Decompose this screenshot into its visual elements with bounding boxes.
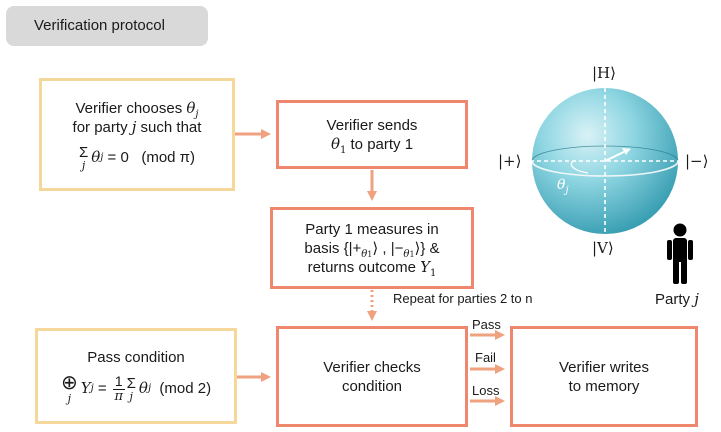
measures-line3: returns outcome (307, 258, 421, 276)
sends-theta: θ (330, 134, 340, 153)
choose-line1: Verifier chooses (75, 99, 183, 117)
measures-basis-a: basis {|+ (304, 239, 362, 257)
sends-theta-index: 1 (339, 144, 347, 156)
sends-line1: Verifier sends (326, 116, 418, 134)
ket-minus-label: |−⟩ (685, 152, 709, 170)
repeat-label: Repeat for parties 2 to n (393, 291, 533, 306)
outcome-y-index: 1 (430, 267, 437, 279)
theta-index: j (195, 108, 199, 120)
sum-theta: θ (91, 148, 101, 166)
sends-line2: to party 1 (346, 135, 414, 153)
verifier-sends-box: Verifier sends θ1 to party 1 (276, 100, 468, 169)
pass-condition-title: Pass condition (87, 349, 185, 366)
writes-line1: Verifier writes (558, 358, 650, 376)
cond-equals: = (93, 380, 111, 397)
party-measures-box: Party 1 measures in basis {|+θ1⟩ , |−θ1⟩… (270, 207, 474, 289)
angle-label: θj (557, 177, 569, 196)
fail-label: Fail (475, 350, 496, 365)
protocol-title: Verification protocol (6, 6, 208, 46)
basis-theta-1-index: 1 (367, 249, 373, 259)
choose-theta-box: Verifier chooses θj for party j such tha… (39, 78, 235, 191)
xor-operator: ⊕j (60, 372, 78, 405)
basis-theta-1: θ (361, 248, 368, 260)
choose-line2a: for party (72, 118, 132, 136)
cond-theta: θ (138, 379, 148, 397)
checks-line2: condition (341, 377, 403, 395)
sum-equation: = 0 (mod π) (103, 149, 196, 166)
writes-line2: to memory (568, 377, 640, 395)
verifier-checks-box: Verifier checks condition (276, 326, 468, 427)
party-index: j (131, 117, 137, 136)
cond-y: Y (80, 379, 91, 397)
ket-plus-label: |+⟩ (498, 152, 522, 170)
measures-basis-b: ⟩ , |− (372, 239, 404, 257)
pass-label: Pass (472, 317, 501, 332)
ket-v-label: |V⟩ (592, 239, 614, 257)
basis-theta-2: θ (403, 248, 410, 260)
person-icon (667, 223, 693, 284)
basis-theta-2-index: 1 (409, 249, 415, 259)
choose-line2b: such that (136, 118, 202, 136)
measures-line1: Party 1 measures in (305, 220, 439, 238)
verifier-writes-box: Verifier writes to memory (510, 326, 698, 427)
outcome-y: Y (420, 257, 431, 276)
loss-label: Loss (472, 383, 500, 398)
theta-symbol: θ (186, 98, 196, 117)
ket-h-label: |H⟩ (592, 64, 616, 82)
checks-line1: Verifier checks (323, 358, 421, 376)
bloch-sphere (530, 88, 680, 234)
cond-mod: (mod 2) (151, 380, 212, 397)
measures-basis-c: ⟩} & (414, 239, 440, 257)
party-label: Party j (655, 290, 699, 308)
